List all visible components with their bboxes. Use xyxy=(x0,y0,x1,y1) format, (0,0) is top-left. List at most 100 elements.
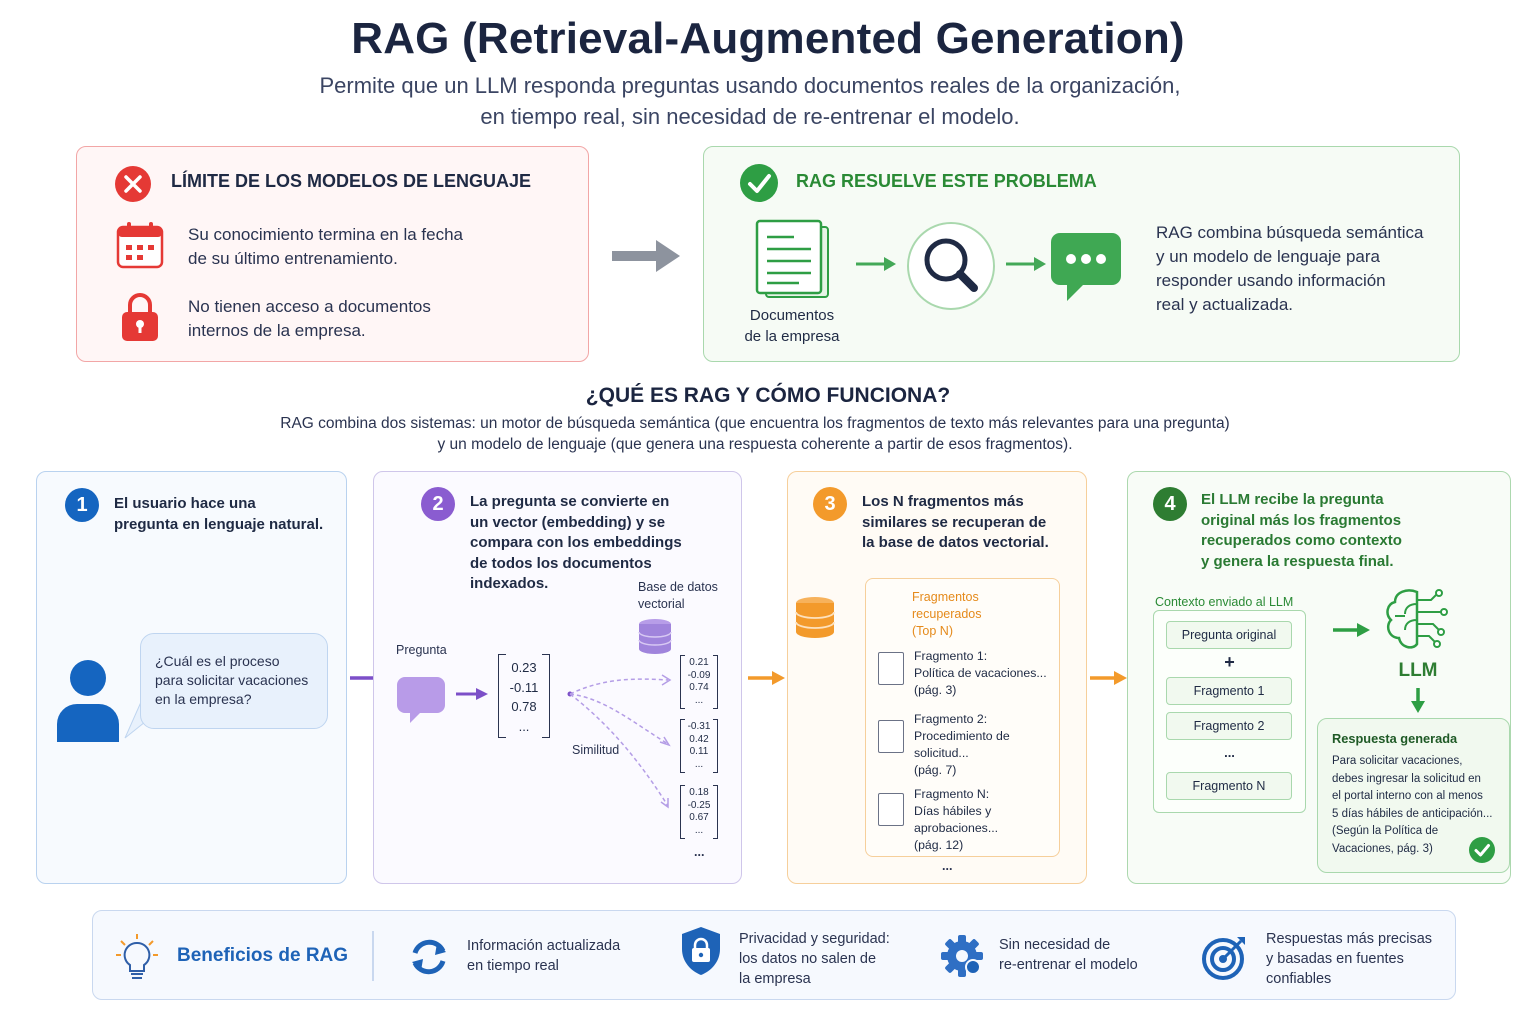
step-number-badge: 1 xyxy=(65,488,99,522)
limit-item-line: internos de la empresa. xyxy=(188,321,366,340)
more-fragments-ellipsis: ... xyxy=(942,859,953,873)
database-icon xyxy=(638,619,672,654)
fragments-title-line: recuperados xyxy=(912,607,982,621)
vector-value: 0.18 xyxy=(689,787,709,798)
step-text-line: pregunta en lenguaje natural. xyxy=(114,515,324,533)
generated-response-body: Para solicitar vacaciones, debes ingresa… xyxy=(1332,753,1508,858)
benefit-updated-info: Información actualizada en tiempo real xyxy=(467,936,620,976)
step-text-line: de todos los documentos xyxy=(470,554,652,572)
generated-response-box: Respuesta generada Para solicitar vacaci… xyxy=(1317,718,1510,873)
similarity-label: Similitud xyxy=(572,743,620,757)
section-description-line: RAG combina dos sistemas: un motor de bú… xyxy=(280,415,1230,432)
benefit-line: los datos no salen de xyxy=(739,951,877,967)
benefit-accuracy: Respuestas más precisas y basadas en fue… xyxy=(1266,929,1432,989)
fragment-line: Procedimiento de xyxy=(914,729,1010,743)
chat-bubble-icon xyxy=(397,677,445,723)
benefits-bar: Beneficios de RAG Información actualizad… xyxy=(92,910,1456,1000)
fragment-line: (pág. 3) xyxy=(914,683,957,697)
context-ellipsis: ... xyxy=(1224,745,1235,760)
step-text-line: y genera la respuesta final. xyxy=(1201,552,1394,570)
benefit-no-retraining: Sin necesidad de re-entrenar el modelo xyxy=(999,935,1138,975)
fragment-line: Fragmento 1: xyxy=(914,649,988,663)
step-text-line: Los N fragmentos más xyxy=(862,493,1024,510)
fragment-line: aprobaciones... xyxy=(914,821,999,835)
documents-label: Documentos de la empresa xyxy=(732,305,852,347)
question-bubble: ¿Cuál es el proceso para solicitar vacac… xyxy=(140,633,328,729)
benefits-divider xyxy=(372,931,374,981)
step-3-card: 3 Los N fragmentos más similares se recu… xyxy=(787,471,1087,884)
search-icon xyxy=(907,222,995,310)
documents-label-line: de la empresa xyxy=(744,328,840,345)
vector-value: ... xyxy=(518,718,530,734)
doc-vector: -0.31 0.42 0.11 ... xyxy=(680,719,718,773)
solve-description: RAG combina búsqueda semántica y un mode… xyxy=(1156,221,1446,317)
vector-db-label: Base de datos vectorial xyxy=(638,579,718,613)
solve-description-line: responder usando información xyxy=(1156,271,1386,290)
vector-value: ... xyxy=(694,758,704,770)
target-icon xyxy=(1202,937,1245,980)
step-4-text: El LLM recibe la pregunta original más l… xyxy=(1201,490,1402,572)
subtitle-line: Permite que un LLM responda preguntas us… xyxy=(319,73,1181,98)
response-line: el portal interno con al menos xyxy=(1332,790,1483,802)
vector-bracket-left xyxy=(680,785,685,839)
vector-value: 0.74 xyxy=(689,682,709,693)
step-text-line: un vector (embedding) y se xyxy=(470,513,666,531)
arrow-right-icon xyxy=(1006,257,1046,271)
vector-value: -0.11 xyxy=(509,679,539,695)
limit-item-knowledge-cutoff: Su conocimiento termina en la fecha de s… xyxy=(188,223,518,271)
benefit-line: Privacidad y seguridad: xyxy=(739,931,890,947)
document-icon xyxy=(878,793,904,826)
limit-card-title: LÍMITE DE LOS MODELOS DE LENGUAJE xyxy=(171,171,532,191)
section-description: RAG combina dos sistemas: un motor de bú… xyxy=(0,413,1510,455)
arrow-down-icon xyxy=(1411,688,1425,713)
section-title: ¿QUÉ ES RAG Y CÓMO FUNCIONA? xyxy=(585,384,951,407)
solve-description-line: y un modelo de lenguaje para xyxy=(1156,247,1380,266)
similarity-curves xyxy=(567,674,672,809)
more-vectors-ellipsis: ... xyxy=(694,845,705,859)
context-label: Contexto enviado al LLM xyxy=(1155,595,1294,609)
question-label: Pregunta xyxy=(396,643,447,657)
step-number-badge: 2 xyxy=(421,487,455,521)
subtitle-line: en tiempo real, sin necesidad de re-entr… xyxy=(480,104,1020,129)
fragment-line: (pág. 7) xyxy=(914,763,957,777)
response-line: (Según la Política de xyxy=(1332,825,1439,837)
step-text-line: El LLM recibe la pregunta xyxy=(1201,491,1384,508)
step-1-card: 1 El usuario hace una pregunta en lengua… xyxy=(36,471,347,884)
fragments-title-line: (Top N) xyxy=(912,624,953,638)
response-line: Para solicitar vacaciones, xyxy=(1332,755,1463,767)
gear-icon xyxy=(941,935,983,977)
arrow-right-icon xyxy=(856,257,896,271)
step-text-line: la base de datos vectorial. xyxy=(862,534,1049,551)
fragment-line: Fragmento N: xyxy=(914,787,990,801)
step-1-text: El usuario hace una pregunta en lenguaje… xyxy=(114,494,323,535)
benefit-line: Información actualizada xyxy=(467,938,621,954)
query-vector: 0.23 -0.11 0.78 ... xyxy=(498,654,550,738)
llm-label: LLM xyxy=(1398,660,1438,681)
question-line: en la empresa? xyxy=(155,691,252,707)
calendar-icon xyxy=(116,222,164,269)
fragments-title-line: Fragmentos xyxy=(912,590,979,604)
benefit-line: en tiempo real xyxy=(467,958,559,974)
vector-bracket-left xyxy=(498,654,506,738)
lightbulb-icon xyxy=(116,934,158,979)
arrow-right-icon xyxy=(1090,671,1127,685)
step-number-badge: 4 xyxy=(1153,487,1187,521)
response-line: Vacaciones, pág. 3) xyxy=(1332,842,1433,855)
generated-response-title: Respuesta generada xyxy=(1332,731,1458,746)
solve-card-title: RAG RESUELVE ESTE PROBLEMA xyxy=(796,171,1097,191)
limit-card: LÍMITE DE LOS MODELOS DE LENGUAJE Su con… xyxy=(76,146,589,362)
solve-card: RAG RESUELVE ESTE PROBLEMA Documentos de… xyxy=(703,146,1460,362)
vector-bracket-left xyxy=(680,655,685,709)
user-icon xyxy=(57,660,119,742)
benefit-line: Sin necesidad de xyxy=(999,937,1111,953)
chat-bubble-icon xyxy=(1051,233,1121,301)
vector-value: 0.42 xyxy=(689,733,709,745)
response-line: debes ingresar la solicitud en xyxy=(1332,772,1481,785)
vector-db-label-line: vectorial xyxy=(638,597,685,611)
step-number-badge: 3 xyxy=(813,487,847,521)
step-text-line: similares se recuperan de xyxy=(862,513,1047,531)
step-text-line: original más los fragmentos xyxy=(1201,511,1402,529)
arrow-right-icon xyxy=(748,671,785,685)
question-line: ¿Cuál es el proceso xyxy=(155,653,280,669)
step-3-text: Los N fragmentos más similares se recupe… xyxy=(862,492,1049,554)
